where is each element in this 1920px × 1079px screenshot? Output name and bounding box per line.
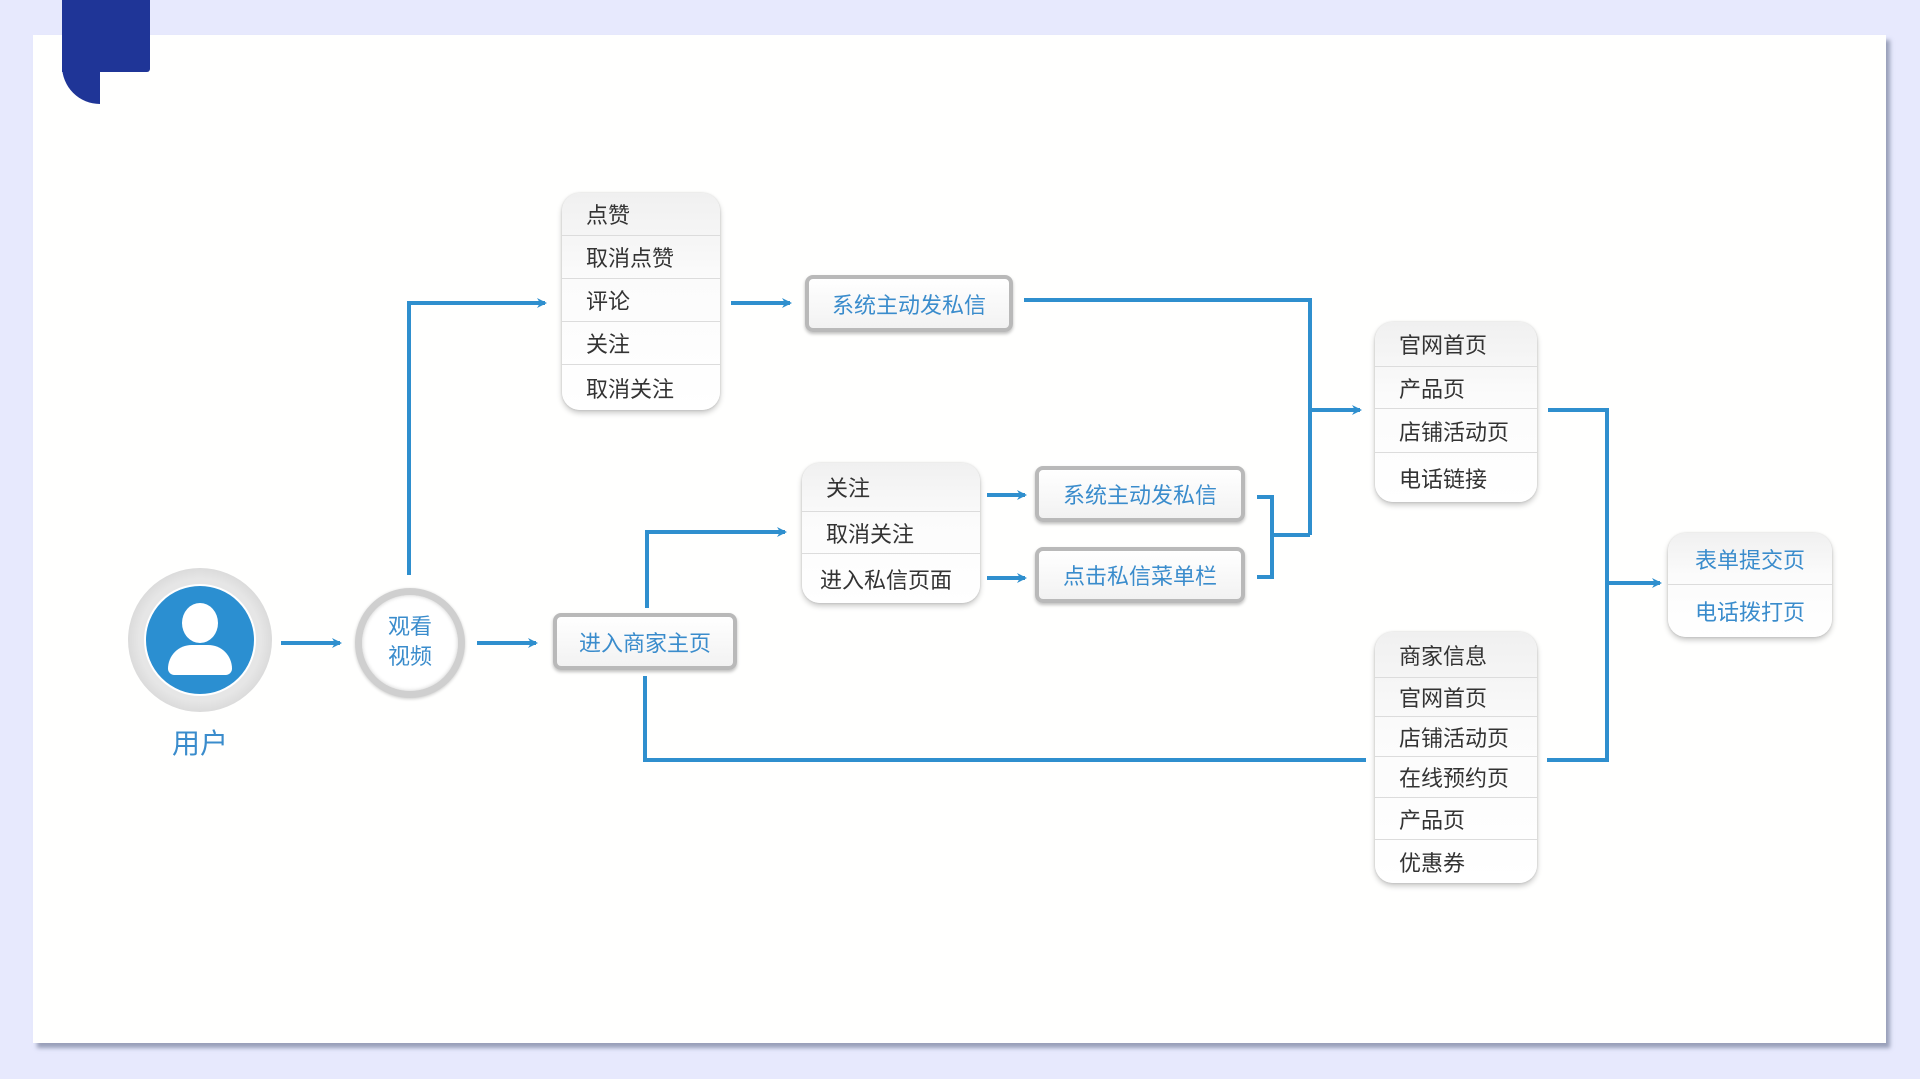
list-item: 取消关注 <box>586 377 675 403</box>
list-item: 店铺活动页 <box>1375 717 1537 757</box>
list-item: 电话拨打页 <box>1694 601 1805 626</box>
interaction-list: 点赞 取消点赞 评论 关注 取消关注 <box>562 193 720 410</box>
watch-video-line2: 视频 <box>387 645 432 670</box>
list-item: 商家信息 <box>1375 632 1537 678</box>
conversion-pages-list: 表单提交页 电话拨打页 <box>1668 533 1832 637</box>
click-message-menu-node: 点击私信菜单栏 <box>1035 547 1245 603</box>
list-item: 点赞 <box>562 193 720 236</box>
list-item: 关注 <box>802 463 980 512</box>
user-icon-body <box>168 645 232 675</box>
landing-pages-bottom-list: 商家信息 官网首页 店铺活动页 在线预约页 产品页 优惠券 <box>1375 632 1537 883</box>
system-message-node-mid: 系统主动发私信 <box>1035 466 1245 522</box>
system-message-node-top: 系统主动发私信 <box>805 275 1013 332</box>
list-item: 官网首页 <box>1375 678 1537 717</box>
landing-pages-top-list: 官网首页 产品页 店铺活动页 电话链接 <box>1375 322 1537 502</box>
list-item: 进入私信页面 <box>820 568 953 594</box>
list-item: 表单提交页 <box>1668 533 1832 585</box>
list-item: 电话链接 <box>1399 467 1488 493</box>
list-item: 评论 <box>562 279 720 322</box>
merchant-actions-list: 关注 取消关注 进入私信页面 <box>802 463 980 603</box>
list-item: 产品页 <box>1375 798 1537 840</box>
list-item: 产品页 <box>1375 367 1537 409</box>
list-item: 优惠券 <box>1399 851 1466 877</box>
watch-video-node: 观看 视频 <box>355 588 465 698</box>
watch-video-line1: 观看 <box>387 615 432 640</box>
user-label: 用户 <box>171 727 228 760</box>
list-item: 取消点赞 <box>562 236 720 279</box>
merchant-home-node: 进入商家主页 <box>553 613 737 670</box>
list-item: 官网首页 <box>1375 322 1537 367</box>
user-icon-head <box>182 603 218 643</box>
list-item: 在线预约页 <box>1375 757 1537 798</box>
list-item: 店铺活动页 <box>1375 409 1537 453</box>
list-item: 关注 <box>562 322 720 365</box>
list-item: 取消关注 <box>802 512 980 554</box>
